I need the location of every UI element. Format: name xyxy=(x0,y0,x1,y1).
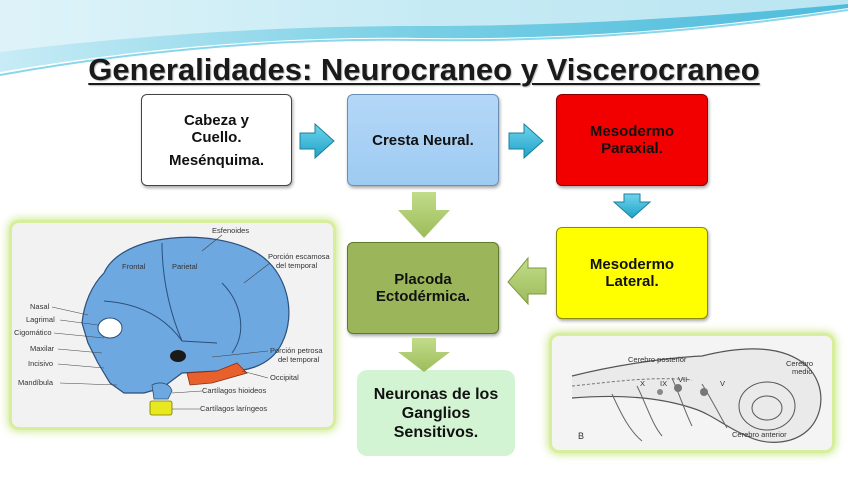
box-text-line: Sensitivos. xyxy=(393,423,479,441)
skull-illustration-panel: Esfenoides Frontal Parietal Porción esca… xyxy=(9,220,336,430)
arrow-right-icon xyxy=(508,122,544,160)
box-text-line: Cabeza y xyxy=(183,111,250,129)
box-text-line: Cuello. xyxy=(191,128,242,146)
box-cabeza-cuello-mesenquima: Cabeza y Cuello. Mesénquima. xyxy=(141,94,292,186)
box-text-line: Mesodermo xyxy=(589,256,675,273)
skull-label-lagrimal: Lagrimal xyxy=(26,315,55,324)
box-mesodermo-paraxial: Mesodermo Paraxial. xyxy=(556,94,708,186)
skull-label-parietal: Parietal xyxy=(172,262,198,271)
box-text-line: Ectodérmica. xyxy=(375,288,471,305)
skull-label-escamosa-line2: del temporal xyxy=(276,261,318,270)
box-text-line: Lateral. xyxy=(605,273,659,290)
skull-label-mandibula: Mandíbula xyxy=(18,378,54,387)
box-text-line: Mesodermo xyxy=(589,123,675,140)
brain-label-cerebro-medio-line2: medio xyxy=(792,367,813,376)
box-text-line: Mesénquima. xyxy=(168,151,265,169)
arrow-right-icon xyxy=(299,122,335,160)
skull-label-petrosa-line1: Porción petrosa xyxy=(270,346,323,355)
box-text-line: Ganglios xyxy=(401,404,471,422)
brain-label-cerebro-medio-line1: Cerebro xyxy=(786,359,814,368)
brain-label-cerebro-anterior: Cerebro anterior xyxy=(732,430,787,439)
box-text-line: Cresta Neural. xyxy=(372,131,474,149)
header-wave-decoration xyxy=(0,0,848,76)
page-title: Generalidades: Neurocraneo y Viscerocran… xyxy=(88,52,760,87)
skull-label-maxilar: Maxilar xyxy=(30,344,55,353)
fetal-skull-illustration xyxy=(51,234,290,416)
box-neuronas-ganglios-sensitivos: Neuronas de los Ganglios Sensitivos. xyxy=(357,370,515,456)
skull-label-hioideos: Cartílagos hioideos xyxy=(202,386,267,395)
arrow-down-icon xyxy=(612,193,652,219)
arrow-down-icon xyxy=(398,192,450,238)
brain-label-figure-b: B xyxy=(578,431,585,441)
skull-label-petrosa-line2: del temporal xyxy=(278,355,320,364)
skull-label-cigomatico: Cigomático xyxy=(14,328,52,337)
skull-label-nasal: Nasal xyxy=(30,302,50,311)
brain-label-nerve-vii: VII xyxy=(678,375,688,384)
box-mesodermo-lateral: Mesodermo Lateral. xyxy=(556,227,708,319)
brain-label-nerve-x: X xyxy=(640,379,646,388)
box-text-line: Neuronas de los xyxy=(373,385,499,403)
skull-label-escamosa-line1: Porción escamosa xyxy=(268,252,330,261)
embryo-brain-illustration-panel: Cerebro posterior Cerebro medio Cerebro … xyxy=(549,333,835,453)
box-cresta-neural: Cresta Neural. xyxy=(347,94,499,186)
arrow-left-icon xyxy=(507,256,547,306)
skull-label-laringeos: Cartílagos laríngeos xyxy=(200,404,268,413)
brain-label-nerve-ix: IX xyxy=(660,379,668,388)
embryo-brain-illustration xyxy=(571,348,822,443)
brain-label-nerve-v: V xyxy=(720,379,726,388)
skull-label-incisivo: Incisivo xyxy=(28,359,54,368)
box-text-line: Placoda xyxy=(394,271,452,288)
arrow-down-icon xyxy=(398,338,450,372)
skull-label-esfenoides: Esfenoides xyxy=(212,226,250,235)
skull-label-occipital: Occipital xyxy=(270,373,299,382)
skull-label-frontal: Frontal xyxy=(122,262,146,271)
brain-label-cerebro-posterior: Cerebro posterior xyxy=(628,355,687,364)
box-text-line: Paraxial. xyxy=(601,140,663,157)
box-placoda-ectodermica: Placoda Ectodérmica. xyxy=(347,242,499,334)
